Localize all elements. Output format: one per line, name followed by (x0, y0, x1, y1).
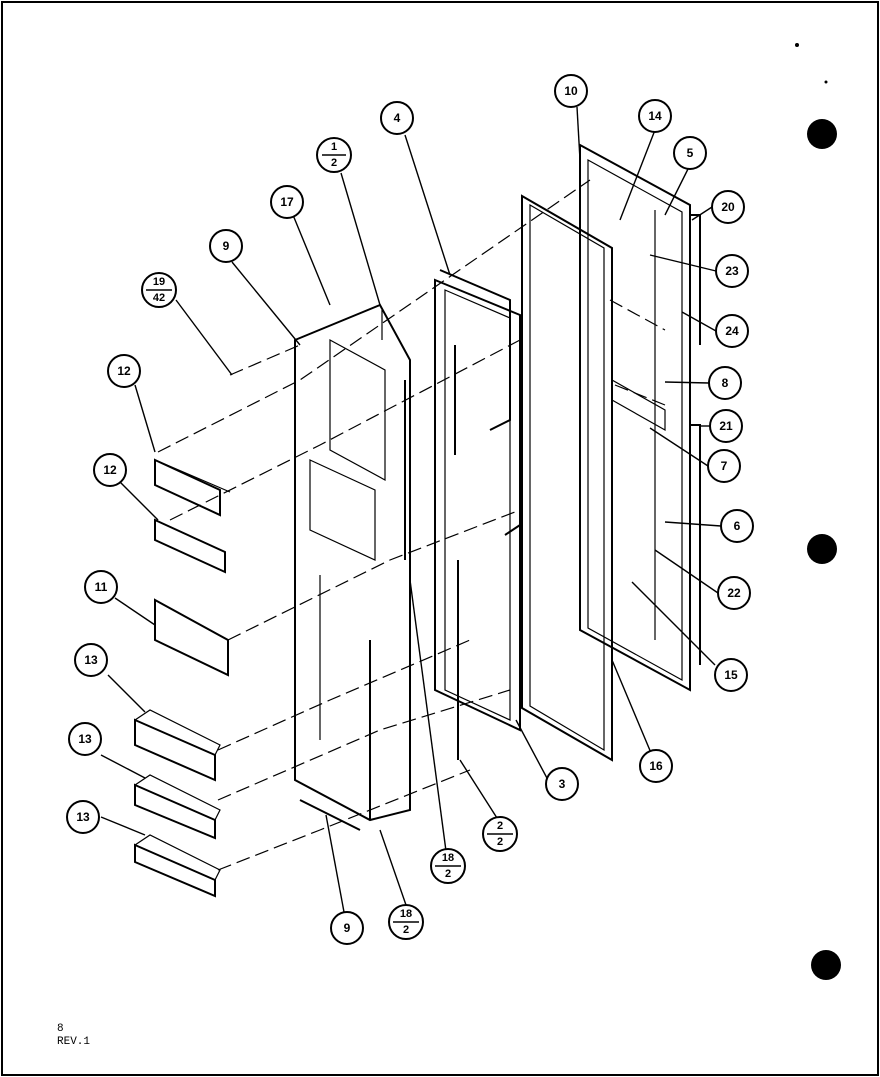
alignment-lines (157, 179, 666, 871)
callout-12-lower: 12 (93, 453, 127, 487)
fraction-callout-18-2-left: 18 2 (388, 904, 424, 940)
fraction-callout-2-2: 2 2 (482, 816, 518, 852)
callout-label: 6 (734, 519, 741, 533)
callout-5: 5 (673, 136, 707, 170)
fraction-top: 19 (153, 276, 165, 288)
callout-label: 5 (687, 146, 694, 160)
fraction-bottom: 42 (153, 292, 165, 304)
callout-15: 15 (714, 658, 748, 692)
fraction-bottom: 2 (403, 924, 409, 936)
callout-label: 13 (76, 810, 90, 824)
binder-hole-middle (807, 534, 837, 564)
callout-22: 22 (717, 576, 751, 610)
callout-21: 21 (709, 409, 743, 443)
callout-label: 7 (721, 459, 728, 473)
callout-label: 9 (344, 921, 351, 935)
callout-13-bottom: 13 (66, 800, 100, 834)
shelf-13-top (134, 709, 221, 782)
fraction-top: 1 (331, 141, 337, 153)
door-outer-panel (521, 194, 613, 762)
fraction-top: 18 (442, 852, 454, 864)
callout-label: 9 (223, 239, 230, 253)
callout-10: 10 (554, 74, 588, 108)
callout-label: 21 (719, 419, 733, 433)
bin-11 (154, 598, 229, 677)
fraction-callout-18-2-right: 18 2 (430, 848, 466, 884)
callout-8: 8 (708, 366, 742, 400)
fraction-top: 2 (497, 820, 503, 832)
leader-lines (100, 106, 722, 913)
callout-label: 8 (722, 376, 729, 390)
shelf-13-middle (134, 774, 221, 840)
callout-20: 20 (711, 190, 745, 224)
callout-label: 15 (724, 668, 738, 682)
callout-17: 17 (270, 185, 304, 219)
binder-hole-bottom (811, 950, 841, 980)
callout-label: 3 (559, 777, 566, 791)
callout-label: 12 (117, 364, 131, 378)
callout-13-top: 13 (74, 643, 108, 677)
footer-page-number: 8 (57, 1023, 64, 1035)
callout-9-upper: 9 (209, 229, 243, 263)
door-liner-panel (579, 143, 691, 692)
callout-label: 10 (564, 84, 578, 98)
callout-24: 24 (715, 314, 749, 348)
inner-door-liner (294, 303, 411, 831)
callout-label: 23 (725, 264, 739, 278)
fraction-callout-19-42: 19 42 (141, 272, 177, 308)
speck (824, 80, 828, 84)
shelf-13-bottom (134, 834, 221, 898)
callout-3: 3 (545, 767, 579, 801)
fraction-bottom: 2 (497, 836, 503, 848)
callout-label: 20 (721, 200, 735, 214)
breaker-strip (439, 269, 511, 431)
callout-4: 4 (380, 101, 414, 135)
callout-23: 23 (715, 254, 749, 288)
speck (795, 43, 799, 47)
callout-label: 12 (103, 463, 117, 477)
fraction-top: 18 (400, 908, 412, 920)
callout-label: 22 (727, 586, 741, 600)
callout-label: 24 (725, 324, 739, 338)
callout-label: 13 (84, 653, 98, 667)
shelf-12-upper (154, 458, 231, 517)
callout-11: 11 (84, 570, 118, 604)
callout-7: 7 (707, 449, 741, 483)
door-gasket (434, 278, 521, 760)
callout-6: 6 (720, 509, 754, 543)
footer-revision: REV.1 (57, 1036, 91, 1048)
callout-label: 14 (648, 109, 662, 123)
callout-label: 4 (394, 111, 401, 125)
shelf-12-lower (154, 518, 226, 574)
callout-label: 17 (280, 195, 294, 209)
fraction-bottom: 2 (331, 157, 337, 169)
callout-14: 14 (638, 99, 672, 133)
callout-12-upper: 12 (107, 354, 141, 388)
door-side-trim (690, 214, 701, 665)
fraction-callout-1-2: 1 2 (316, 137, 352, 173)
callout-13-middle: 13 (68, 722, 102, 756)
callout-9-lower: 9 (330, 911, 364, 945)
callout-label: 11 (95, 580, 108, 594)
binder-hole-top (807, 119, 837, 149)
callout-label: 13 (78, 732, 92, 746)
fraction-bottom: 2 (445, 868, 451, 880)
callout-16: 16 (639, 749, 673, 783)
callout-label: 16 (649, 759, 663, 773)
